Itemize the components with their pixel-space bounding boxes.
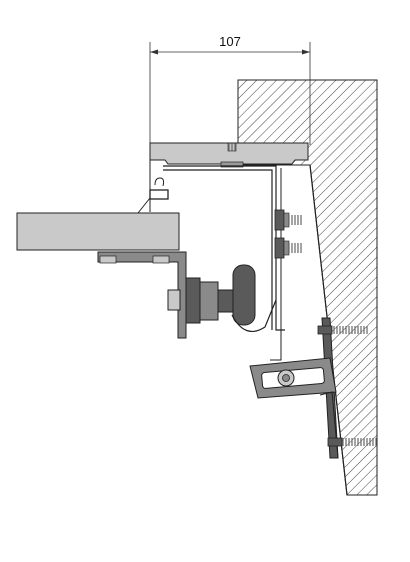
anchor-screw-upper [317,325,368,335]
l-bracket [97,251,187,339]
spring-clip [137,177,169,214]
dimension-label: 107 [219,34,241,49]
adjustment-block [231,264,277,333]
floor-slab [16,212,180,251]
concrete-wall [237,79,378,496]
profile-bolt-upper [274,209,303,231]
anchor-screw-lower [327,437,378,447]
profile-bolt-lower [274,237,303,259]
wall-console-bracket [249,317,339,459]
dimension-107: 107 [149,34,311,145]
top-cap-plate [149,142,309,168]
